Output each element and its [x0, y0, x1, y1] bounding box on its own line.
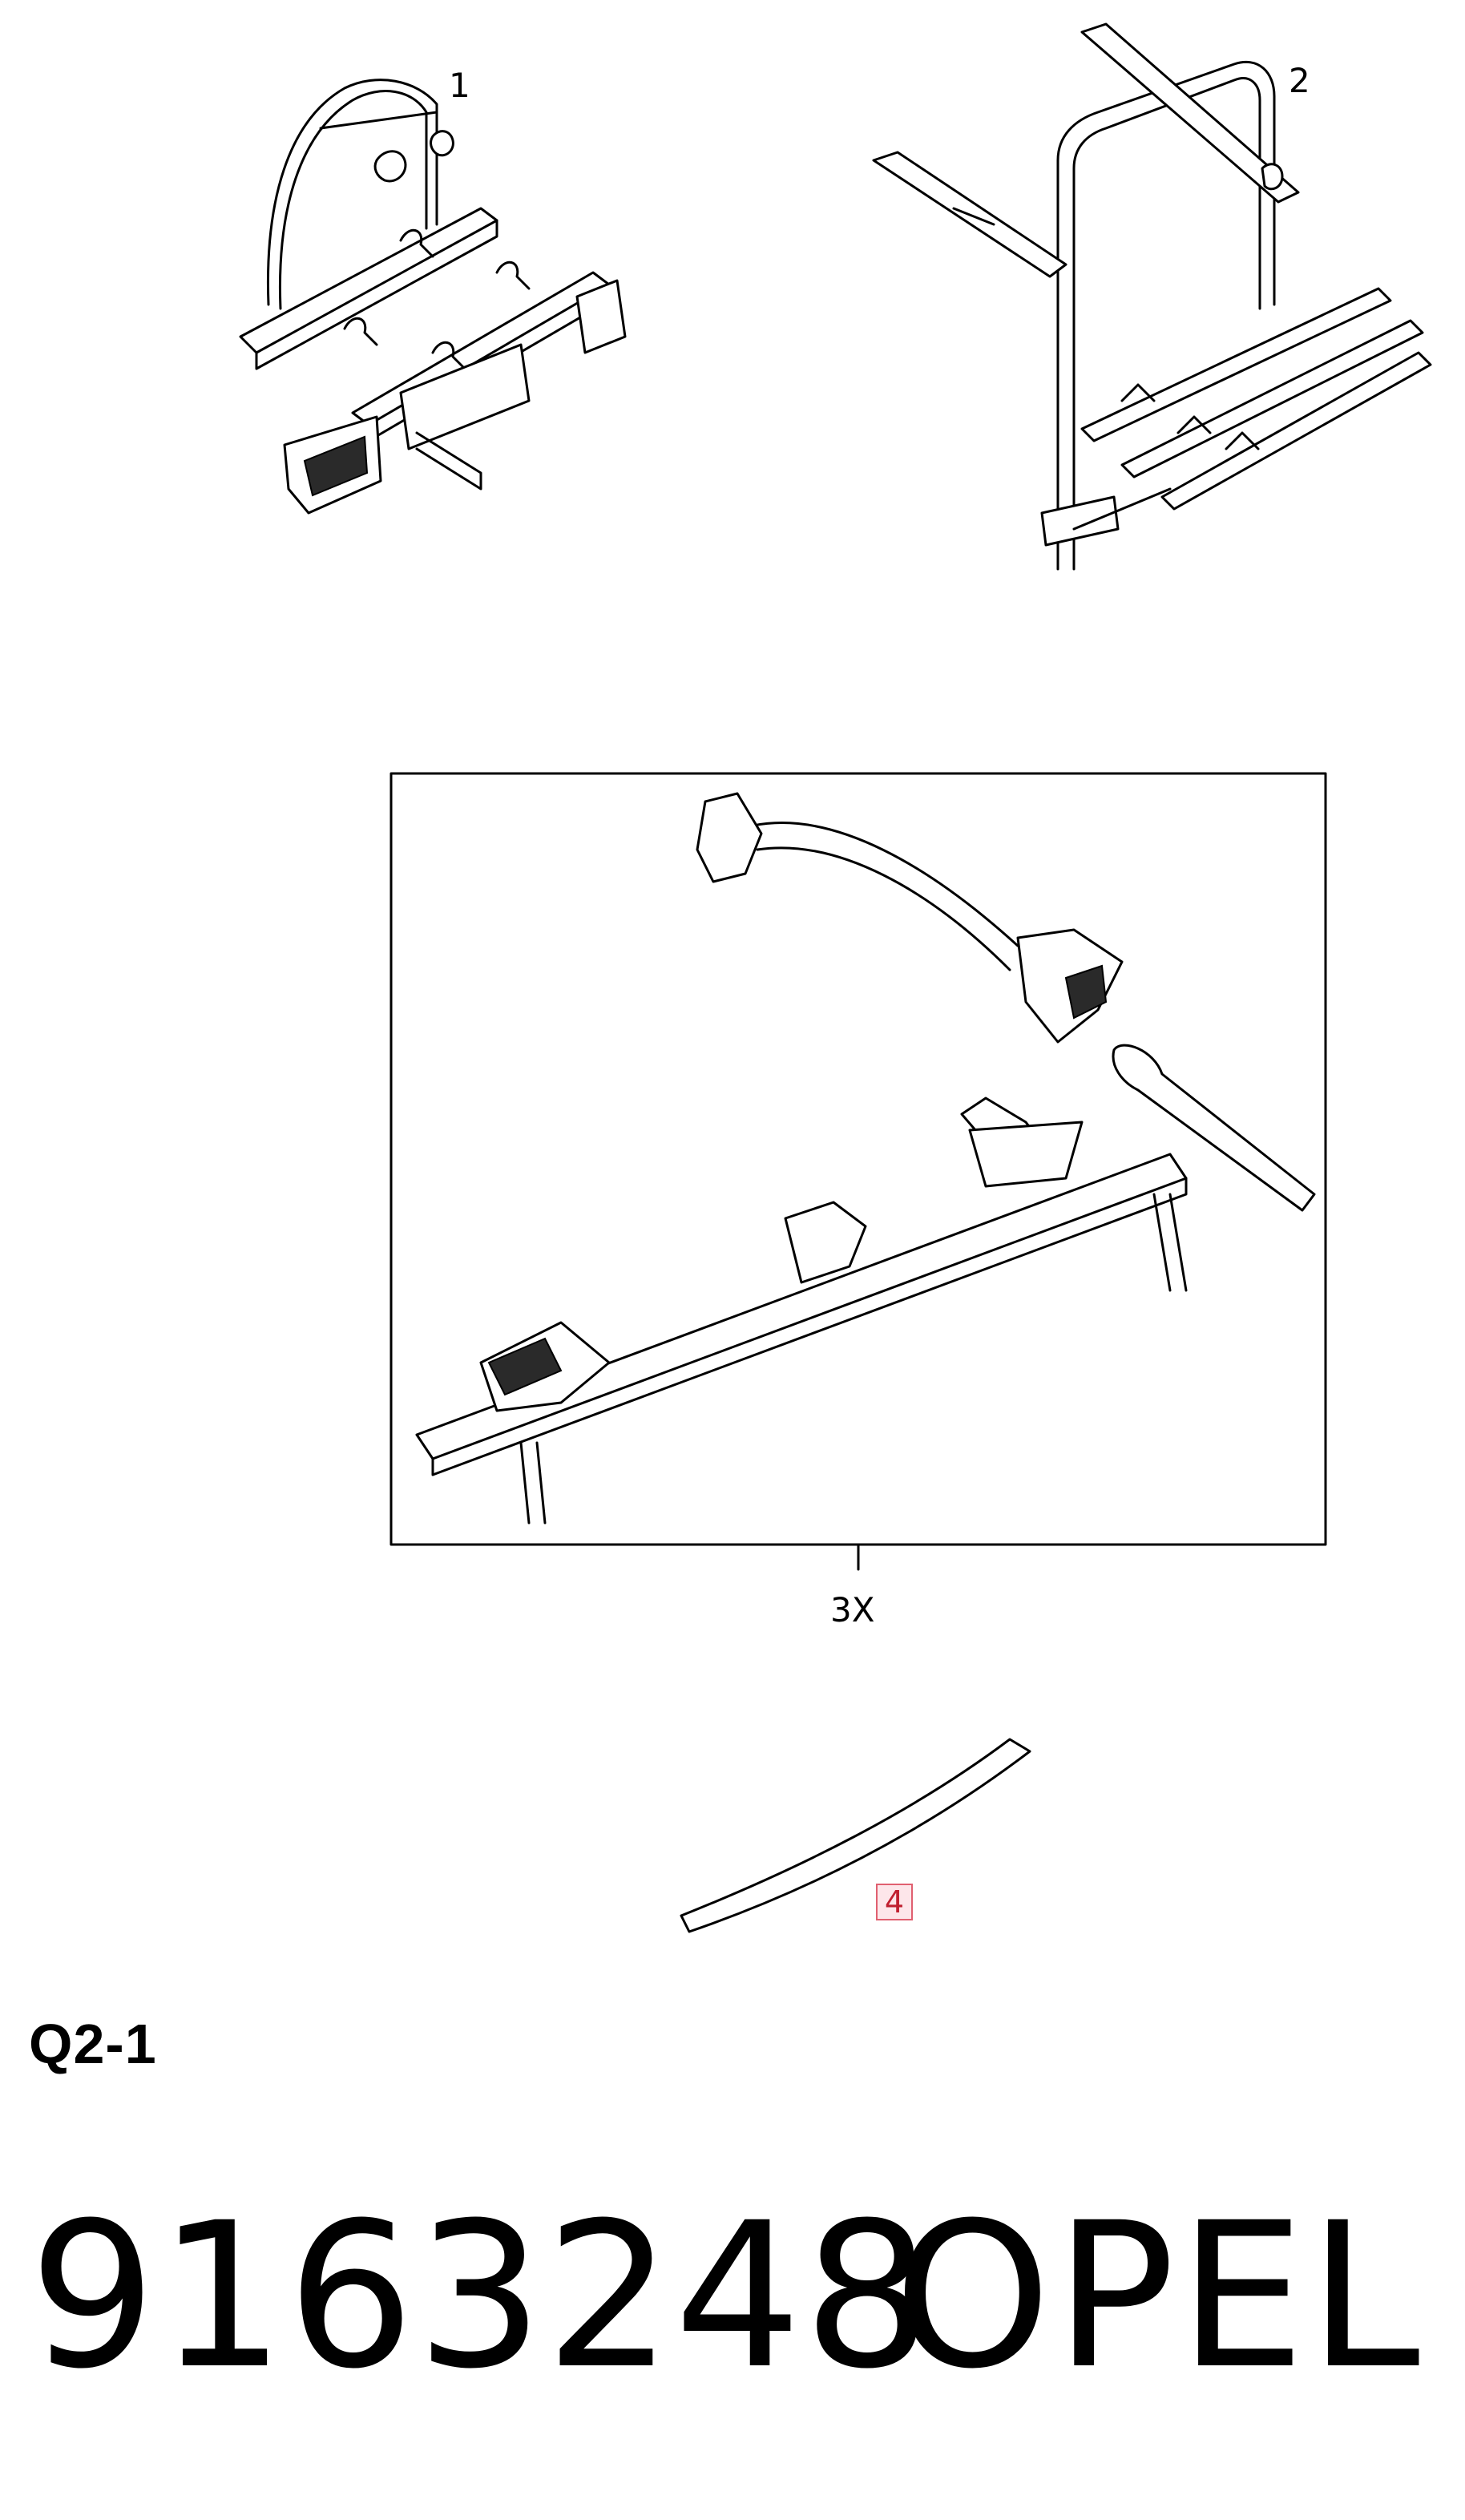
bike-carrier-compact — [239, 79, 627, 515]
callout-item-1: 1 — [449, 66, 470, 105]
callout-item-2: 2 — [1289, 61, 1310, 100]
bike-holder-module — [389, 772, 1327, 1571]
detail-frame — [389, 772, 1327, 1546]
protective-strip — [680, 1738, 1031, 1933]
callout-item-4[interactable]: 4 — [876, 1884, 913, 1920]
bike-carrier-upright — [872, 22, 1432, 571]
brand-name: OPEL — [894, 2179, 1423, 2413]
callout-item-3: 3X — [830, 1590, 875, 1630]
section-code: Q2-1 — [29, 2013, 157, 2075]
part-number: 9163248 — [29, 2179, 933, 2413]
